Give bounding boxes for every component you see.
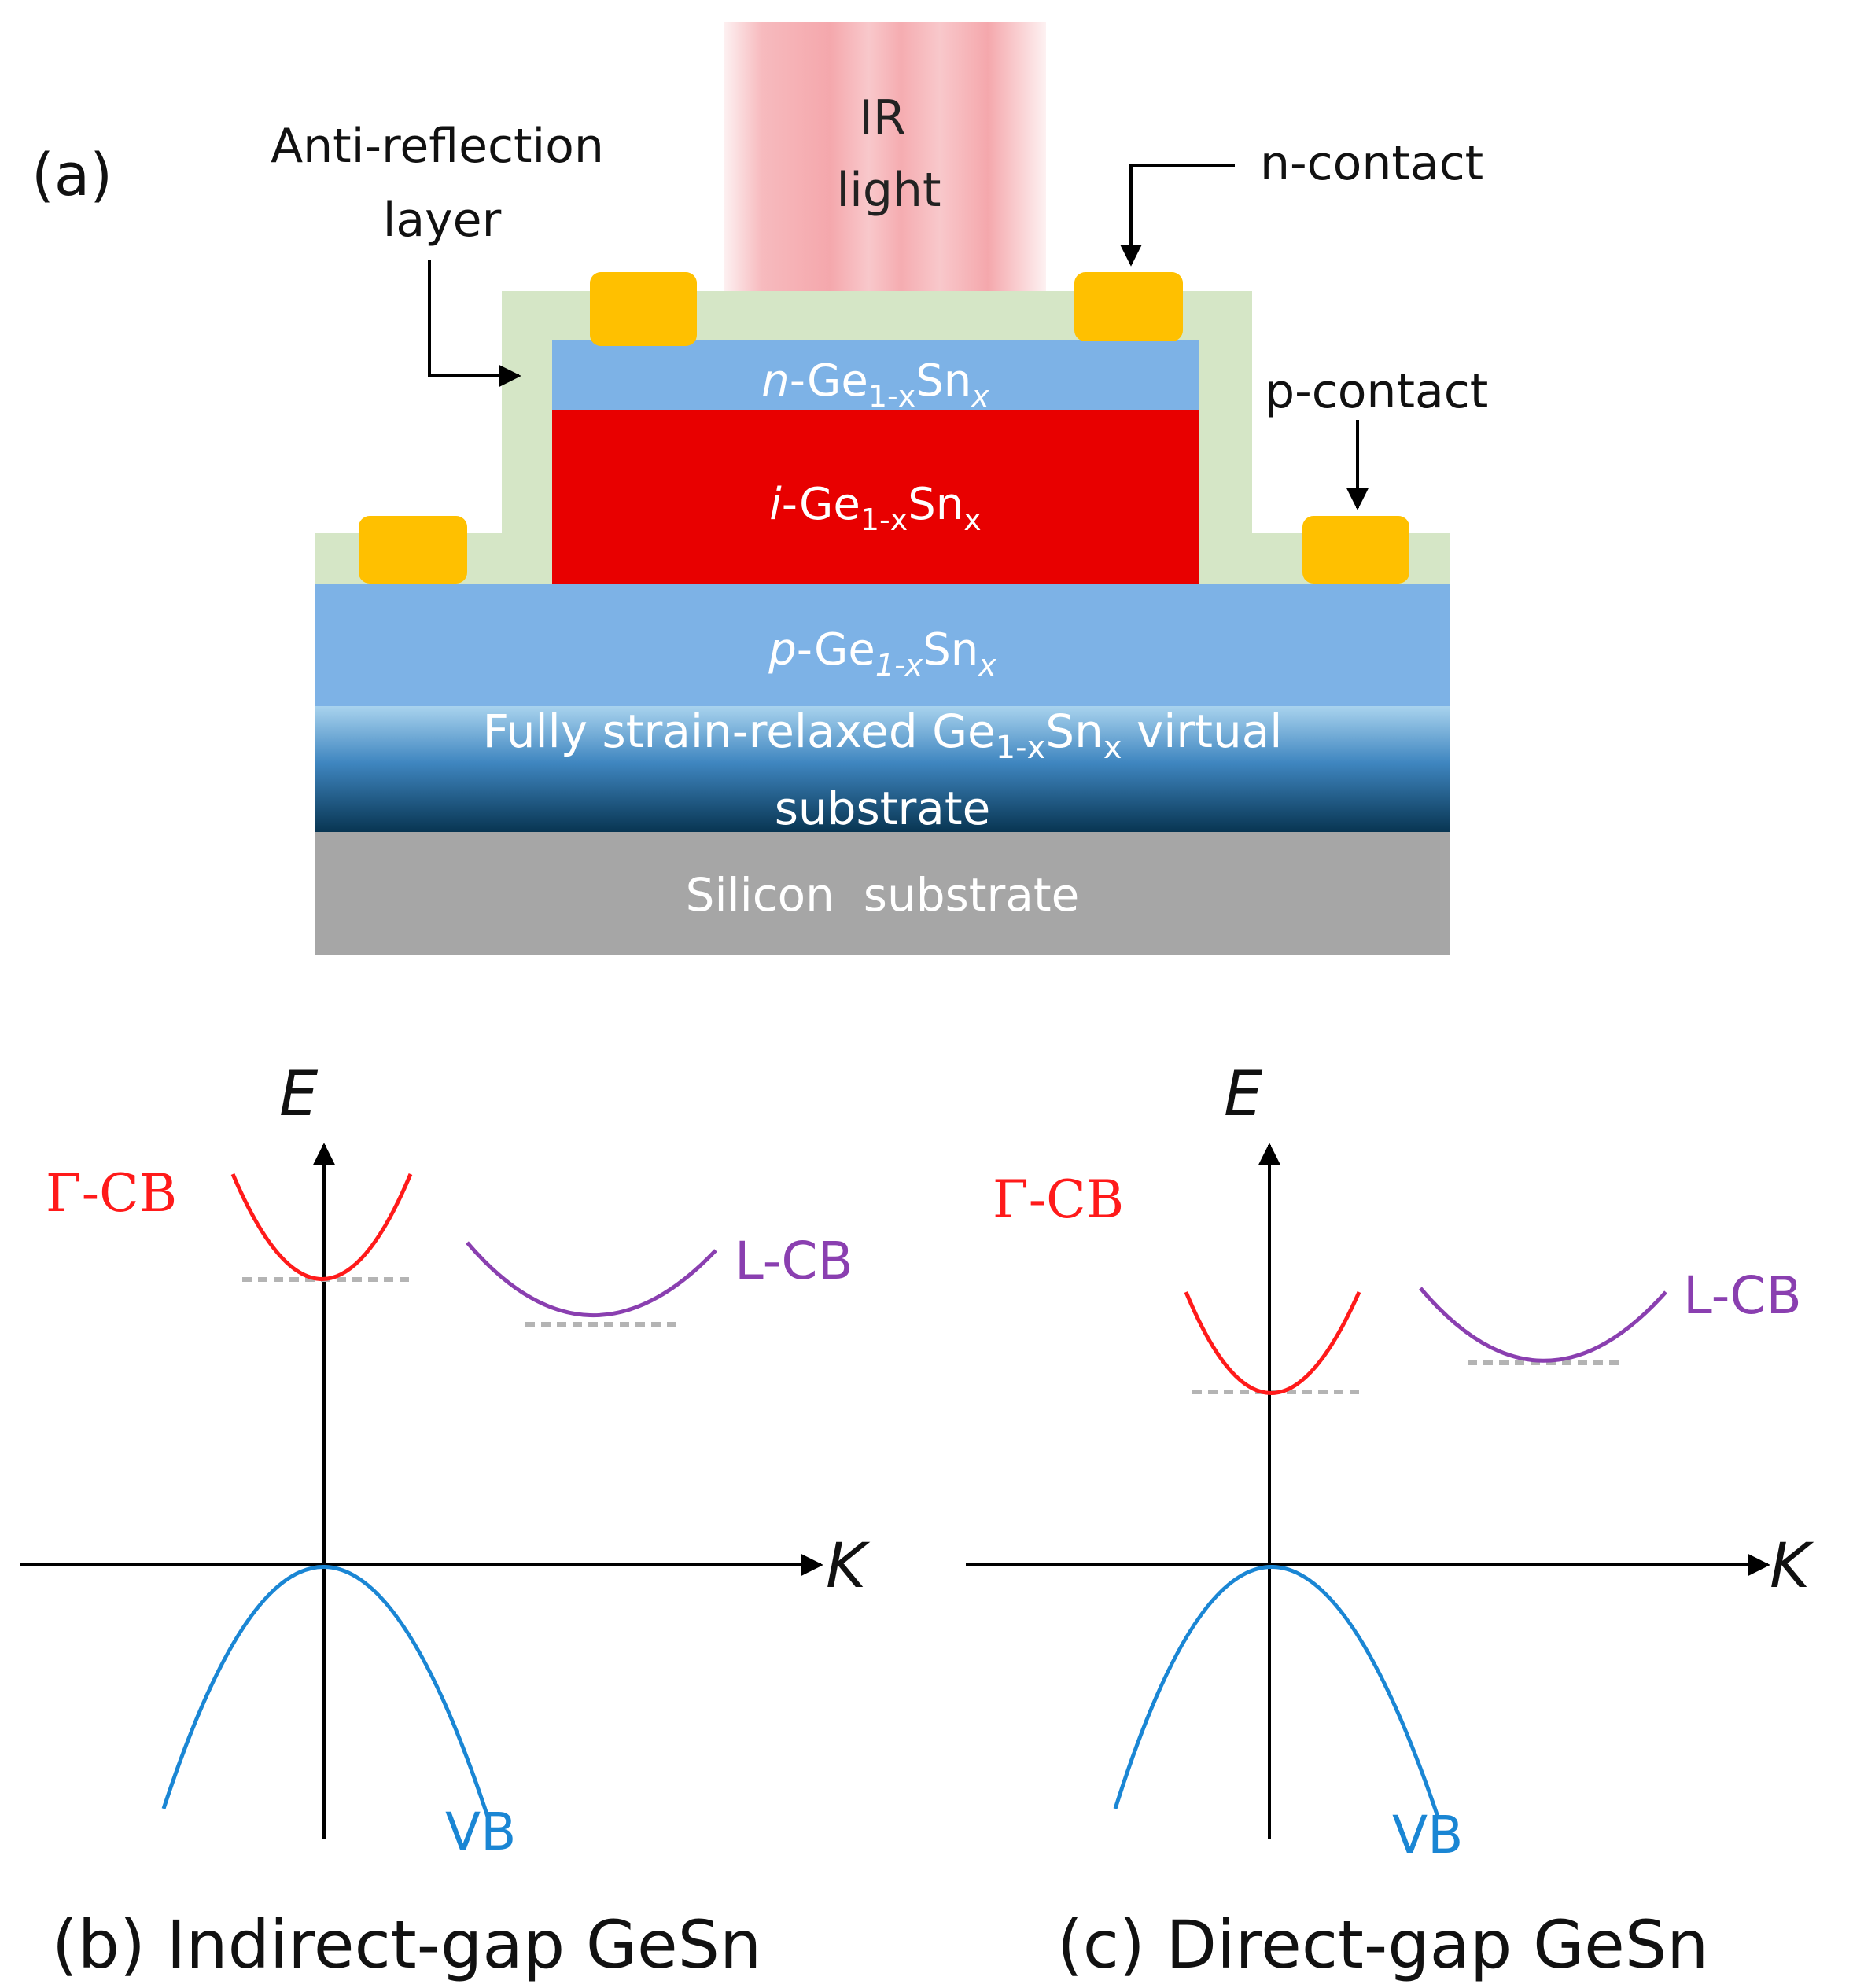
i-gesn-label: i-Ge1-xSnx xyxy=(769,479,982,537)
anti-reflection-arrow xyxy=(428,260,521,387)
bottom-left-contact xyxy=(359,516,467,584)
panel-b-gamma-cb-curve xyxy=(230,1173,413,1281)
i-gesn-layer xyxy=(552,410,1199,584)
panel-c-k-label: K xyxy=(1770,1531,1814,1602)
top-right-contact xyxy=(1074,272,1183,341)
virtual-substrate-label-line2: substrate xyxy=(775,782,991,835)
panel-c: E K Γ-CB L-CB VB (c) Direct-gap GeSn xyxy=(966,1059,1814,1983)
n-contact-label: n-contact xyxy=(1260,136,1483,191)
panel-b-l-cb-curve xyxy=(466,1241,717,1318)
bottom-right-contact xyxy=(1302,516,1409,584)
panel-b: E K Γ-CB L-CB VB (b) Indirect-gap GeSn xyxy=(20,1059,871,1983)
silicon-substrate xyxy=(315,832,1450,955)
n-contact-arrow xyxy=(1120,164,1235,267)
panel-c-vb-label: VB xyxy=(1392,1805,1463,1865)
n-gesn-layer xyxy=(552,340,1199,410)
silicon-substrate-label: Silicon substrate xyxy=(686,868,1080,922)
panel-a: (a) IR light n-Ge1-xSnx i-Ge1-xSnx p-Ge1… xyxy=(31,22,1488,955)
p-gesn-layer xyxy=(315,584,1450,706)
panel-c-l-cb-curve xyxy=(1419,1287,1667,1363)
ir-light-label-line1: IR xyxy=(859,90,905,145)
panel-b-l-cb-label: L-CB xyxy=(735,1231,853,1291)
panel-b-vb-label: VB xyxy=(445,1802,516,1862)
anti-reflection-label-line1: Anti-reflection xyxy=(271,119,604,174)
panel-b-e-label: E xyxy=(279,1059,319,1130)
virtual-substrate-label-line1: Fully strain-relaxed Ge1-xSnx virtual xyxy=(483,705,1283,766)
panel-b-gamma-cb-label: Γ-CB xyxy=(46,1163,177,1224)
ir-light-label-line2: light xyxy=(837,163,941,218)
panel-b-vb-curve xyxy=(161,1565,490,1817)
anti-reflection-label-line2: layer xyxy=(383,193,502,248)
panel-c-caption: (c) Direct-gap GeSn xyxy=(1057,1906,1708,1983)
panel-b-caption: (b) Indirect-gap GeSn xyxy=(52,1906,761,1983)
top-left-contact xyxy=(590,272,697,346)
panel-c-gamma-cb-label: Γ-CB xyxy=(993,1169,1124,1230)
panel-c-vb-curve xyxy=(1113,1565,1440,1817)
ir-light-beam xyxy=(724,22,1046,299)
panel-a-tag: (a) xyxy=(31,142,112,209)
panel-c-gamma-cb-curve xyxy=(1184,1290,1361,1395)
n-gesn-label: n-Ge1-xSnx xyxy=(761,355,989,414)
panel-c-l-cb-label: L-CB xyxy=(1683,1265,1802,1326)
p-gesn-label: p-Ge1-xSnx xyxy=(768,624,996,683)
p-contact-label: p-contact xyxy=(1265,364,1488,419)
virtual-substrate xyxy=(315,706,1450,832)
panel-b-k-label: K xyxy=(826,1531,871,1602)
panel-c-e-label: E xyxy=(1224,1059,1263,1130)
